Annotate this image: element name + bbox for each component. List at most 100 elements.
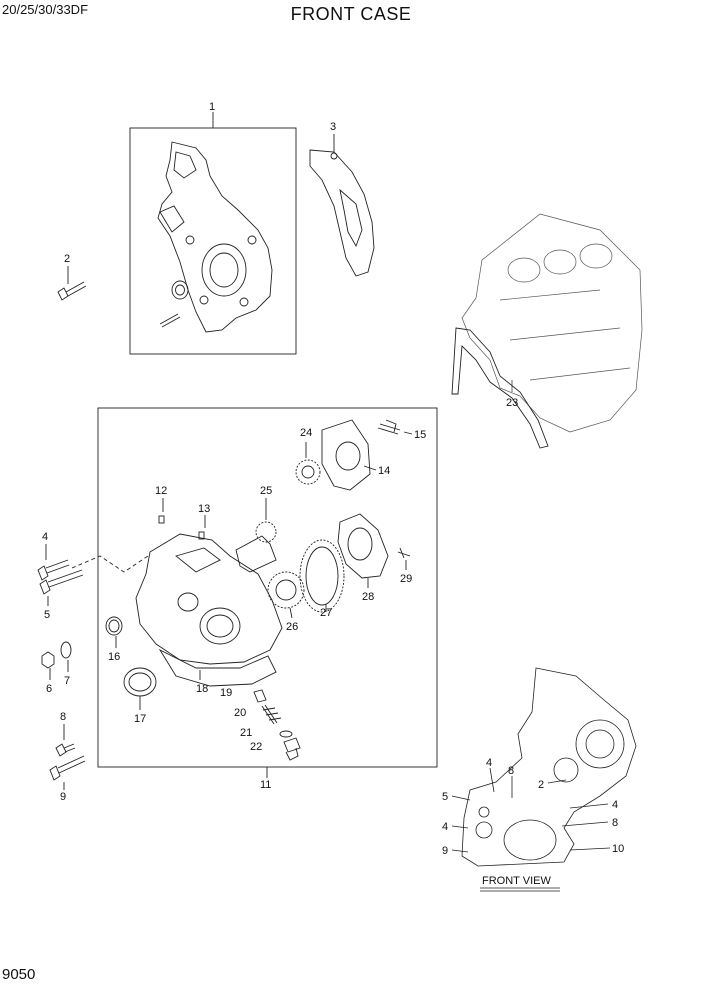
nut-washer-6-7	[41, 641, 72, 680]
bolt-4	[37, 559, 70, 581]
seal-16-inner	[108, 619, 120, 633]
cover-28	[337, 513, 389, 579]
spring-20	[261, 704, 282, 725]
cylinder-bore	[507, 257, 541, 283]
leader-f4a	[489, 767, 495, 793]
leader-f4b	[569, 803, 609, 809]
callout-18: 18	[196, 683, 208, 695]
front-case-mount	[159, 205, 185, 233]
callout-22: 22	[250, 741, 262, 753]
gear-24	[295, 459, 321, 485]
page-number: 9050	[2, 966, 36, 983]
bolt-15	[377, 419, 401, 435]
page-title: FRONT CASE	[290, 4, 412, 24]
callout-29: 29	[400, 573, 412, 585]
cylinder-bore	[543, 249, 577, 275]
gear-case-boss	[175, 547, 221, 573]
callout-14: 14	[378, 465, 390, 477]
gear-train	[235, 419, 413, 619]
callout-21: 21	[240, 727, 252, 739]
fv-callout-4-left: 4	[442, 821, 448, 833]
front-view-inset	[451, 667, 637, 892]
front-view-pulley	[575, 719, 625, 769]
nut-6	[41, 651, 55, 669]
callout-23: 23	[506, 397, 518, 409]
gasket-hole	[330, 152, 338, 160]
callout-20: 20	[234, 707, 246, 719]
front-view-label: FRONT VIEW	[482, 875, 551, 887]
gear-case-bore	[199, 607, 241, 645]
cylinder-bore	[579, 243, 613, 269]
callout-labels: 1 2 3 4 5 6 7 8 9 11 12 13 14 15 16 17 1…	[42, 101, 624, 887]
fv-callout-5: 5	[442, 791, 448, 803]
spring-pin	[159, 313, 181, 328]
callout-6: 6	[46, 683, 52, 695]
seal-16	[105, 616, 123, 636]
callout-3: 3	[330, 121, 336, 133]
front-view-outline	[461, 667, 637, 867]
fv-callout-8-right: 8	[612, 817, 618, 829]
front-case-frame	[129, 127, 297, 355]
fv-callout-10: 10	[612, 843, 624, 855]
washer-21	[279, 730, 293, 738]
callout-26: 26	[286, 621, 298, 633]
pin-13	[198, 531, 205, 540]
callout-15: 15	[414, 429, 426, 441]
leader-f4c	[451, 825, 469, 829]
bolts-8-9	[49, 724, 86, 790]
relief-valve-parts	[253, 689, 301, 761]
front-case-boss	[173, 151, 197, 179]
bolt-5	[39, 569, 84, 595]
bolt-9	[49, 755, 86, 781]
fv-callout-4-right: 4	[612, 799, 618, 811]
pin-12	[158, 515, 165, 524]
callout-16: 16	[108, 651, 120, 663]
leader-f10	[569, 847, 611, 851]
gasket-3-outline	[309, 149, 375, 277]
leader-15	[403, 431, 413, 435]
bolt-8	[55, 743, 76, 757]
callout-27: 27	[320, 607, 332, 619]
leader-f8b	[561, 821, 609, 827]
plug-22	[283, 737, 301, 761]
plug-19	[253, 689, 267, 703]
block-ribs	[499, 289, 631, 381]
callout-9: 9	[60, 791, 66, 803]
gear-24-hub	[301, 465, 315, 479]
oil-pan-flange	[158, 648, 277, 687]
bolt-path	[71, 555, 149, 573]
front-view-crank-bore	[503, 819, 557, 861]
gear-case-group	[71, 407, 438, 778]
gear-26-hub	[275, 579, 297, 601]
front-view-port	[478, 806, 490, 818]
cylinder-block-outline	[461, 213, 643, 433]
leader-f2	[547, 779, 567, 784]
bolts-4-5	[37, 544, 84, 606]
callout-25: 25	[260, 485, 272, 497]
bolt-hole	[199, 295, 209, 305]
gear-26	[267, 571, 305, 609]
callout-7: 7	[64, 675, 70, 687]
callout-1: 1	[209, 101, 215, 113]
callout-12: 12	[155, 485, 167, 497]
gear-case-port	[177, 592, 199, 612]
shaft-25-gear	[255, 521, 277, 543]
callout-8: 8	[60, 711, 66, 723]
bolt-hole	[239, 297, 249, 307]
gear-case-frame	[97, 407, 438, 768]
pump-cover-14-bore	[335, 441, 361, 471]
seals-16-17	[105, 616, 157, 710]
callout-19: 19	[220, 687, 232, 699]
front-view-pump	[553, 757, 579, 783]
gasket-3-opening	[339, 188, 363, 248]
fv-callout-4-top: 4	[486, 757, 492, 769]
pump-cover-14	[321, 419, 371, 491]
bolt-2-shape	[57, 281, 87, 301]
gasket-3	[309, 134, 375, 277]
callout-4: 4	[42, 531, 48, 543]
callout-11: 11	[260, 779, 271, 791]
fv-callout-8-top: 8	[508, 765, 514, 777]
callout-5: 5	[44, 609, 50, 621]
bolt-hole	[185, 235, 195, 245]
